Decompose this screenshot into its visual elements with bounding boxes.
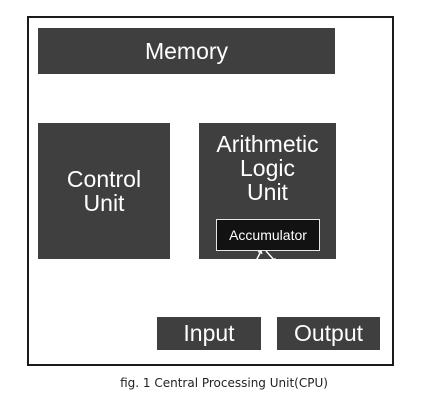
figure-caption: fig. 1 Central Processing Unit(CPU) <box>120 376 328 390</box>
alu-label: Arithmetic Logic Unit <box>216 131 319 205</box>
accumulator-block: Accumulator <box>216 219 320 251</box>
memory-label: Memory <box>144 37 229 64</box>
control-unit-block: Control Unit <box>38 123 170 259</box>
output-block: Output <box>277 317 380 350</box>
accumulator-arrows-icon <box>255 250 276 262</box>
input-label: Input <box>183 320 235 346</box>
memory-block: Memory <box>38 28 335 74</box>
output-label: Output <box>293 320 364 346</box>
accumulator-label: Accumulator <box>229 227 307 243</box>
input-block: Input <box>157 317 261 350</box>
control-unit-label: Control Unit <box>66 166 142 216</box>
